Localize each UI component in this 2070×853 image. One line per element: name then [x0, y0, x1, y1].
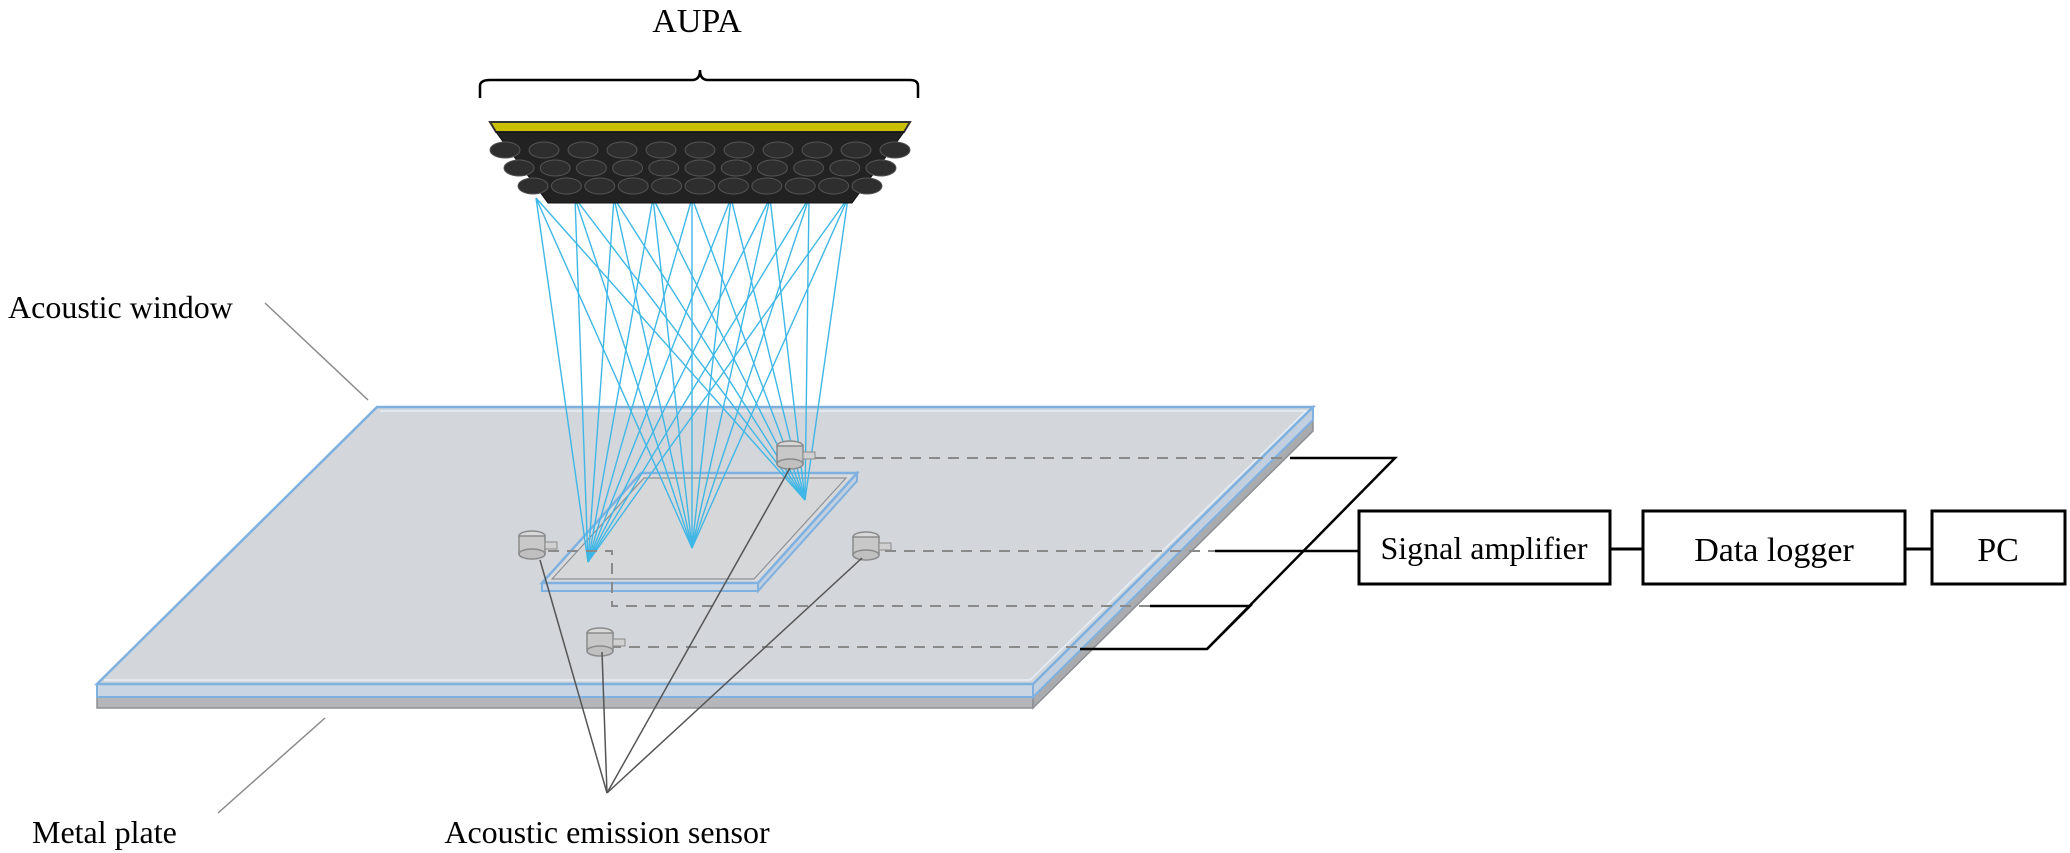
transducer-element	[818, 177, 850, 195]
acoustic-window-front-edge	[96, 683, 1034, 698]
transducer-element	[617, 177, 649, 195]
sensor-1	[776, 440, 816, 470]
metal-plate-label: Metal plate	[32, 814, 177, 850]
beam-line	[652, 197, 693, 549]
acoustic-emission-sensor-label: Acoustic emission sensor	[444, 814, 770, 850]
sensor-3	[852, 531, 892, 561]
beam-line	[691, 197, 771, 549]
transducer-element	[550, 177, 582, 195]
transducer-element	[801, 141, 833, 159]
sensor-2	[518, 530, 558, 560]
transducer-element	[720, 159, 752, 177]
beam-line	[574, 197, 693, 549]
transducer-element	[851, 177, 883, 195]
beam-line	[574, 197, 589, 563]
sensor-4	[586, 627, 626, 657]
transducer-element	[684, 141, 716, 159]
data-logger-box: Data logger	[1641, 509, 1907, 586]
metal-plate-front-edge	[96, 696, 1034, 709]
beam-line	[587, 197, 771, 563]
signal-amplifier-box: Signal amplifier	[1357, 509, 1612, 586]
aupa-transducers	[489, 141, 911, 195]
beam-line	[613, 197, 806, 501]
transducer-element	[684, 177, 716, 195]
leader-metal-plate	[217, 717, 326, 814]
signal-amplifier-label: Signal amplifier	[1380, 530, 1587, 566]
beam-line	[613, 197, 693, 549]
transducer-element	[762, 141, 794, 159]
acoustic-window-inner-edge	[104, 410, 1308, 681]
transducer-element	[879, 141, 911, 159]
transducer-element	[723, 141, 755, 159]
acoustic-emission-sensors	[518, 440, 892, 657]
transducer-element	[784, 177, 816, 195]
signal-chain: Signal amplifier Data logger PC	[1357, 509, 2067, 586]
cable-sensor-3	[548, 550, 1150, 607]
transducer-element	[648, 159, 680, 177]
transducer-element	[575, 159, 607, 177]
beam-line	[574, 197, 806, 501]
beam-line	[691, 197, 849, 549]
aupa-label: AUPA	[652, 3, 742, 40]
transducer-element	[539, 159, 571, 177]
transducer-element	[865, 159, 897, 177]
transducer-element	[793, 159, 825, 177]
aupa-bracket	[478, 69, 920, 98]
beam-line	[535, 197, 589, 563]
transducer-element	[756, 159, 788, 177]
transducer-element	[503, 159, 535, 177]
acoustic-window-label: Acoustic window	[8, 289, 233, 325]
pc-label: PC	[1977, 532, 2019, 569]
beam-line	[587, 197, 732, 563]
beam-line	[535, 197, 693, 549]
aupa-array	[488, 121, 912, 204]
transducer-element	[606, 141, 638, 159]
beam-line	[587, 197, 693, 563]
beam-line	[587, 197, 615, 563]
data-logger-label: Data logger	[1694, 532, 1854, 569]
transducer-element	[751, 177, 783, 195]
transducer-element	[584, 177, 616, 195]
leader-lines	[217, 302, 369, 814]
transducer-element	[489, 141, 521, 159]
transducer-element	[840, 141, 872, 159]
sensor-cables	[548, 457, 1290, 648]
beam-line	[587, 197, 810, 563]
transducer-element	[612, 159, 644, 177]
beam-line	[804, 197, 849, 501]
aupa-frame	[488, 121, 912, 133]
transducer-element	[717, 177, 749, 195]
beam-line	[587, 197, 654, 563]
transducer-element	[645, 141, 677, 159]
transducer-element	[517, 177, 549, 195]
beam-line	[691, 197, 810, 549]
beam-line	[587, 197, 849, 563]
beam-line	[691, 197, 732, 549]
amplifier-wiring	[1080, 456, 1398, 651]
leader-acoustic-window	[264, 302, 369, 401]
transducer-element	[829, 159, 861, 177]
transducer-element	[651, 177, 683, 195]
beam-line	[804, 197, 810, 501]
transducer-element	[567, 141, 599, 159]
transducer-element	[684, 159, 716, 177]
transducer-element	[528, 141, 560, 159]
pc-box: PC	[1930, 509, 2067, 586]
sensor-leader-lines	[539, 467, 863, 794]
